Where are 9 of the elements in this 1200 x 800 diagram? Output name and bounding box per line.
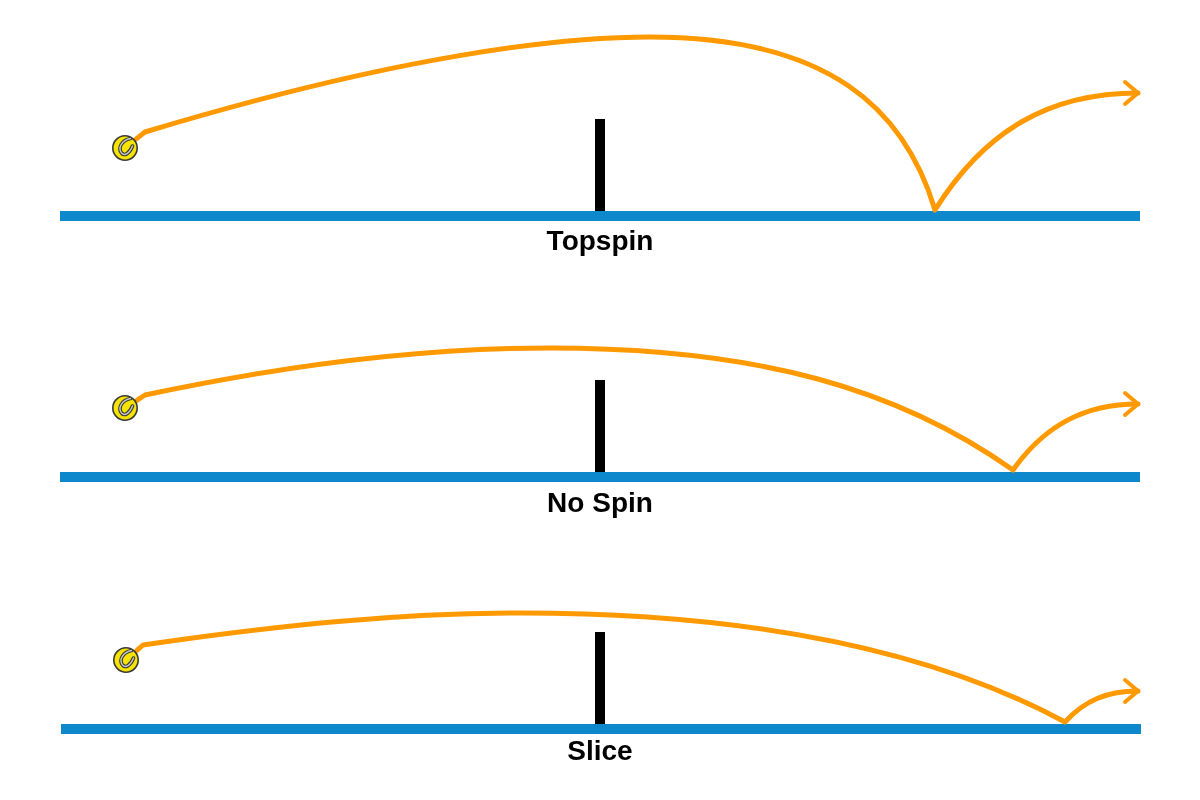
tennis-ball-icon [111,134,139,162]
spin-type-label: Topspin [546,227,654,255]
tennis-ball-icon [111,394,139,422]
spin-type-label: Slice [567,737,633,765]
trajectory-arrow [133,34,1141,213]
tennis-ball-icon [112,646,140,674]
spin-type-label: No Spin [547,489,653,517]
trajectory-arrow [134,610,1141,725]
trajectory-arrow [134,345,1141,473]
